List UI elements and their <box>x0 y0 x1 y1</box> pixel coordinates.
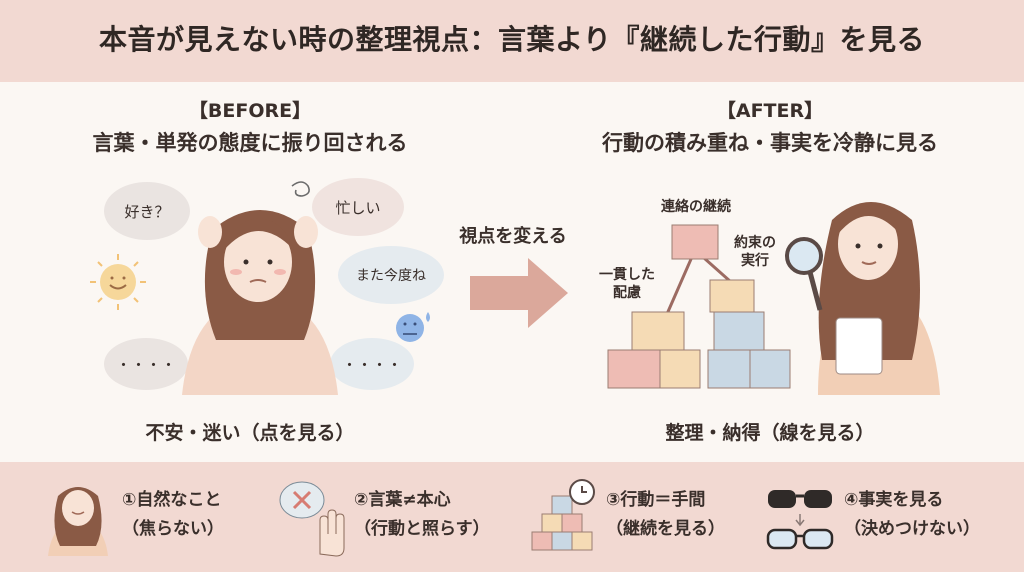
before-subtitle: 言葉・単発の態度に振り回される <box>92 131 408 155</box>
swirl-icon <box>291 181 310 197</box>
tip-2: ②言葉≠本心 （行動と照らす） <box>276 478 516 558</box>
tip-4-line2: （決めつけない） <box>844 518 980 539</box>
label-consistent: 一貫した 配慮 <box>599 267 655 302</box>
clock-and-blocks-icon <box>531 479 595 551</box>
bubble-isogashii: 忙しい <box>312 178 404 236</box>
header-band <box>0 0 1024 82</box>
tip-4-line1: ④事実を見る <box>844 490 944 510</box>
arrow-label: 視点を変える <box>459 226 567 247</box>
smiling-sun-icon <box>90 254 146 310</box>
stacked-blocks-icon <box>607 224 791 389</box>
tip-4: ④事実を見る （決めつけない） <box>766 478 1006 558</box>
before-caption: 不安・迷い（点を見る） <box>145 422 355 444</box>
bubble-silence-left: ・・・・ <box>104 338 188 390</box>
after-subtitle: 行動の積み重ね・事実を冷静に見る <box>602 131 938 155</box>
tip-3: ③行動＝手間 （継続を見る） <box>528 478 758 558</box>
page-title: 本音が見えない時の整理視点：言葉より『継続した行動』を見る <box>99 23 925 56</box>
bubble-suki: 好き？ <box>104 182 190 240</box>
relaxed-woman-icon <box>48 487 108 556</box>
tip-4-text: ④事実を見る （決めつけない） <box>844 486 980 544</box>
tip-3-line2: （継続を見る） <box>606 518 725 539</box>
tip-1-text: ①自然なこと （焦らない） <box>122 486 224 544</box>
tip-2-text: ②言葉≠本心 （行動と照らす） <box>354 486 490 544</box>
tip-3-line1: ③行動＝手間 <box>606 490 706 510</box>
label-promise: 約束の 実行 <box>734 235 776 270</box>
label-contact: 連絡の継続 <box>661 199 731 215</box>
tip-1-line1: ①自然なこと <box>122 490 222 510</box>
sweating-face-icon <box>396 312 430 342</box>
woman-with-magnifier-icon <box>785 202 940 395</box>
bubble-mata-kondo: また今度ね <box>338 246 444 304</box>
tip-3-text: ③行動＝手間 （継続を見る） <box>606 486 725 544</box>
tips-band <box>0 462 1024 572</box>
after-caption: 整理・納得（線を見る） <box>665 422 875 444</box>
after-heading: 【AFTER】 行動の積み重ね・事実を冷静に見る <box>560 96 980 157</box>
worried-woman-icon <box>182 210 338 395</box>
before-tag: 【BEFORE】 <box>188 100 312 122</box>
cross-speech-and-hand-icon <box>279 481 345 557</box>
tip-1: ①自然なこと （焦らない） <box>44 478 254 558</box>
change-viewpoint-arrow-icon <box>470 258 568 328</box>
tip-2-line2: （行動と照らす） <box>354 518 490 539</box>
tip-2-line1: ②言葉≠本心 <box>354 490 451 510</box>
sunglasses-to-glasses-icon <box>766 490 834 550</box>
before-heading: 【BEFORE】 言葉・単発の態度に振り回される <box>40 96 460 157</box>
tip-1-line2: （焦らない） <box>122 518 224 539</box>
after-tag: 【AFTER】 <box>716 100 824 122</box>
bubble-silence-right: ・・・・ <box>330 338 414 390</box>
